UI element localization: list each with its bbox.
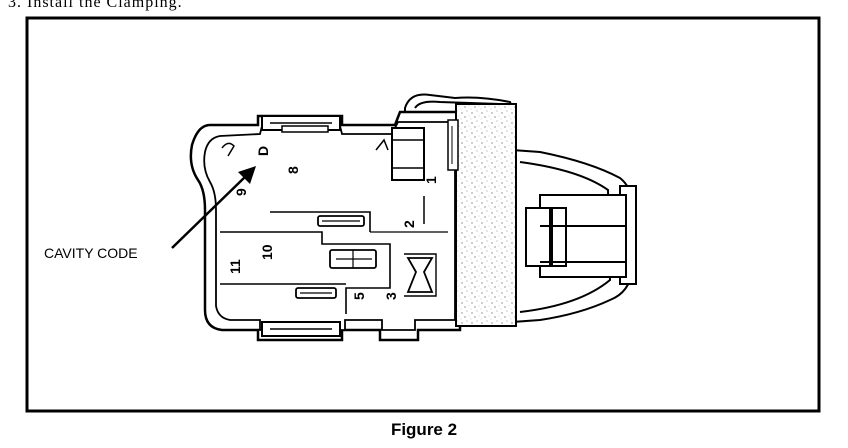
step-text: 3. Install the Clamping. <box>8 0 183 11</box>
cavity-9: 9 <box>233 188 249 196</box>
figure-frame <box>25 16 821 413</box>
callout-label: CAVITY CODE <box>44 245 138 261</box>
connector-body <box>189 110 462 342</box>
cavity-letter: D <box>255 146 271 156</box>
clamp-slider <box>447 103 517 327</box>
cavity-10: 10 <box>259 244 275 260</box>
callout-arrow <box>171 166 256 249</box>
cavity-5: 5 <box>351 292 367 300</box>
figure-caption: Figure 2 <box>390 420 458 439</box>
cavity-3: 3 <box>383 292 399 300</box>
cavity-11: 11 <box>227 259 243 274</box>
clamp-housing <box>511 148 637 324</box>
cavity-2: 2 <box>401 220 417 228</box>
cavity-1: 1 <box>423 176 439 184</box>
cavity-8: 8 <box>285 166 301 174</box>
